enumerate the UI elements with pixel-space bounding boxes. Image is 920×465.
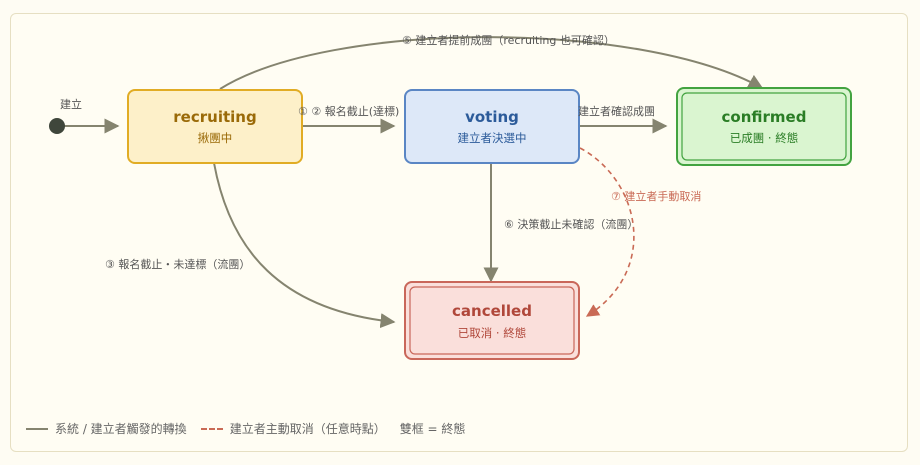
legend-dashed-label: 建立者主動取消（任意時點） bbox=[229, 422, 386, 436]
state-confirmed: confirmed 已成團 · 終態 bbox=[676, 87, 852, 166]
legend-double-label: 雙框 = 終態 bbox=[399, 422, 466, 436]
label-t7: ⑦ 建立者手動取消 bbox=[611, 189, 701, 203]
legend: 系統 / 建立者觸發的轉換 建立者主動取消（任意時點） 雙框 = 終態 bbox=[26, 420, 479, 437]
start-label: 建立 bbox=[60, 97, 82, 111]
legend-solid-label: 系統 / 建立者觸發的轉換 bbox=[55, 422, 187, 436]
label-t6: ⑥ 決策截止未確認（流團） bbox=[504, 217, 638, 231]
label-t1: ① ② 報名截止(達標) bbox=[298, 104, 399, 118]
label-t5: ⑤ 建立者提前成團（recruiting 也可確認） bbox=[402, 33, 615, 47]
edge-recruiting-cancelled bbox=[213, 162, 396, 329]
state-cancelled: cancelled 已取消 · 終態 bbox=[404, 281, 580, 360]
state-voting-title: voting bbox=[465, 108, 519, 126]
state-voting: voting 建立者決選中 bbox=[404, 89, 580, 164]
state-cancelled-subtitle: 已取消 · 終態 bbox=[458, 326, 526, 340]
state-confirmed-subtitle: 已成團 · 終態 bbox=[730, 131, 798, 145]
state-recruiting-title: recruiting bbox=[173, 108, 256, 126]
legend-dashed-line bbox=[200, 427, 223, 430]
start-node bbox=[49, 118, 65, 134]
state-voting-subtitle: 建立者決選中 bbox=[458, 131, 527, 145]
legend-solid-line bbox=[26, 427, 48, 430]
label-t3: ③ 報名截止・未達標（流團） bbox=[105, 257, 250, 271]
legend-double: 雙框 = 終態 bbox=[400, 420, 466, 437]
label-t4: 建立者確認成團 bbox=[578, 104, 655, 118]
legend-dashed: 建立者主動取消（任意時點） bbox=[200, 420, 386, 437]
edge-recruiting-confirmed bbox=[219, 36, 764, 90]
state-recruiting: recruiting 揪團中 bbox=[127, 89, 303, 164]
legend-solid: 系統 / 建立者觸發的轉換 bbox=[26, 420, 187, 437]
state-confirmed-title: confirmed bbox=[722, 108, 807, 126]
state-recruiting-subtitle: 揪團中 bbox=[198, 131, 233, 145]
state-cancelled-title: cancelled bbox=[452, 302, 532, 320]
edge-voting-cancelled-manual bbox=[579, 147, 635, 317]
